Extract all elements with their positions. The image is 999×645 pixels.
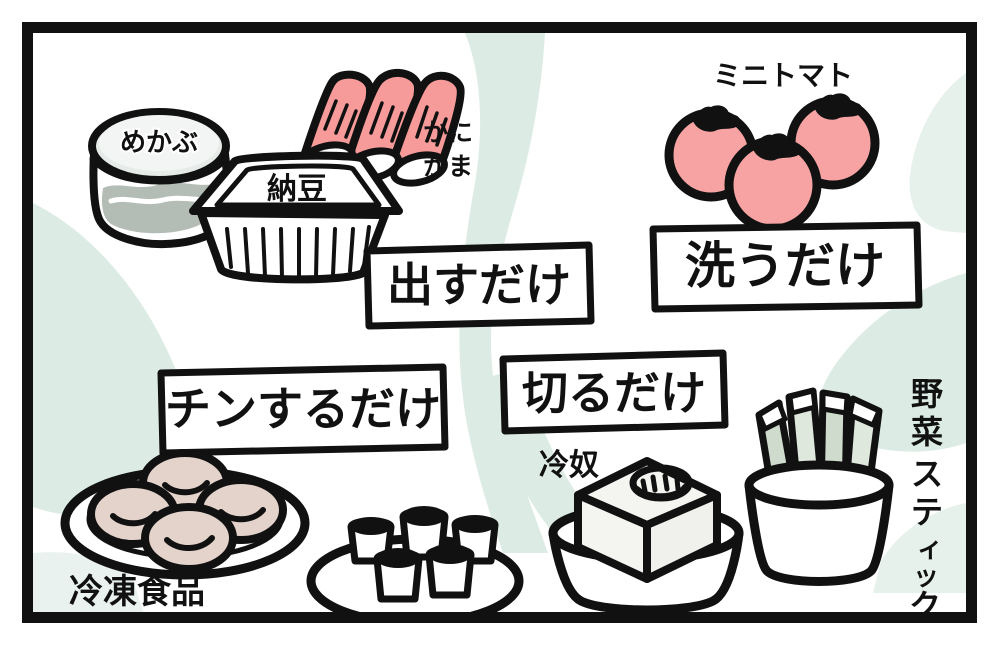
veg-label-char-3: テ — [911, 493, 943, 531]
mekabu-label: めかぶ — [120, 128, 198, 158]
veg-cup-rim — [744, 460, 894, 510]
tag-chin-suru-dake-text: チンするだけ — [165, 382, 441, 436]
tag-kiru-dake: 切るだけ — [499, 349, 729, 435]
veg-stick-2-tip — [787, 388, 818, 416]
tag-kiru-dake-box — [499, 349, 729, 435]
frozen-food-gyoza-plate — [60, 449, 310, 580]
gyoza-front — [141, 503, 237, 573]
mekabu-contents — [101, 182, 218, 234]
kanikama-stick-3 — [389, 71, 465, 169]
mint-shape-right-top — [909, 73, 966, 233]
mint-shape-center — [459, 33, 548, 553]
veg-stick-3-tip — [820, 390, 850, 416]
shumai-5-top — [428, 544, 472, 564]
tofu-topping — [629, 464, 693, 502]
mekabu-lid-inner — [99, 115, 219, 171]
veg-label-char-5: ッ — [913, 562, 939, 592]
tag-chin-suru-dake: チンするだけ — [157, 363, 449, 457]
mini-tomato-label: ミニトマト — [713, 59, 853, 92]
tag-kiru-dake-text: 切るだけ — [522, 366, 706, 420]
kanikama-end-3 — [390, 151, 448, 187]
tofu-right-face — [643, 491, 721, 583]
tag-dasu-dake-text: 出すだけ — [387, 258, 571, 312]
chilled-tofu-label: 冷奴 — [539, 448, 599, 483]
illustration-frame: めかぶ かに かま — [22, 22, 977, 623]
tomato-right-stem — [815, 93, 863, 120]
mekabu-rim — [89, 155, 229, 185]
chilled-tofu — [548, 457, 744, 612]
illustration-artwork: めかぶ かに かま — [33, 33, 966, 612]
gyoza-top-fold — [162, 480, 210, 496]
mini-tomatoes — [664, 93, 880, 234]
frozen-food-label: 冷凍食品 — [69, 572, 205, 612]
shumai-plate — [306, 506, 524, 612]
shumai-front-row — [373, 544, 475, 603]
gyoza-front-fold — [164, 535, 215, 551]
tomato-center-stem — [753, 133, 803, 161]
veg-label-char-2: ス — [911, 455, 943, 493]
tag-arau-dake: 洗うだけ — [649, 221, 923, 313]
tag-dasu-dake: 出すだけ — [363, 241, 595, 330]
tomato-left-stem — [693, 105, 741, 132]
veg-cup-body — [744, 480, 894, 586]
vegetable-sticks-label: 野 菜 ス テ ィ ッ ク — [909, 375, 943, 612]
veg-label-char-4: ィ — [917, 534, 943, 564]
veg-label-char-6: ク — [909, 587, 941, 612]
natto-label: 納豆 — [267, 172, 327, 207]
kanikama-texture — [323, 99, 448, 147]
tag-dasu-dake-box — [363, 241, 595, 330]
shumai-4-top — [376, 548, 420, 568]
shumai-3-top — [454, 515, 496, 533]
shumai-2-top — [402, 506, 446, 526]
veg-stick-4-tip — [847, 396, 882, 428]
shumai-1-top — [350, 517, 392, 535]
shumai-back-row — [347, 506, 499, 565]
vegetable-sticks — [744, 387, 894, 586]
veg-label-char-1: 菜 — [911, 413, 943, 451]
natto-pack-lid-inner — [214, 163, 382, 208]
tag-chin-suru-dake-box — [157, 363, 449, 457]
mint-shape-bottom-right — [873, 503, 966, 593]
kanikama-label-line1: かに — [423, 118, 473, 147]
tag-arau-dake-text: 洗うだけ — [685, 237, 885, 295]
veg-stick-1-tip — [756, 400, 788, 432]
natto-pack — [189, 151, 403, 284]
veg-label-char-0: 野 — [911, 375, 943, 413]
tag-arau-dake-box — [649, 221, 923, 313]
kanikama-label-line2: かま — [423, 152, 473, 181]
